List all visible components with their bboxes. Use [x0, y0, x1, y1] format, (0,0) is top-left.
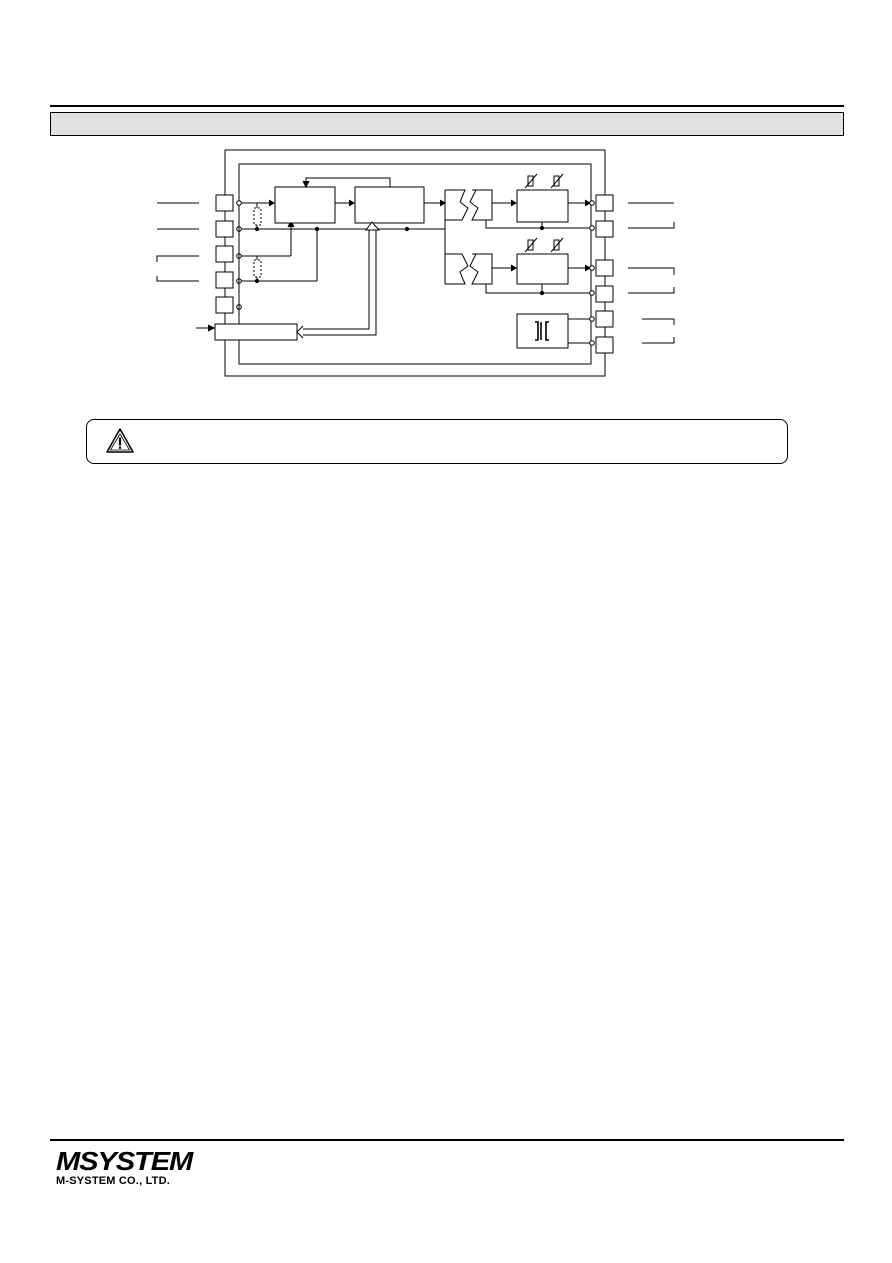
dashed-resistor-2 [253, 259, 262, 278]
header-rule [50, 105, 844, 107]
terminal-l2 [215, 220, 234, 238]
trim-1 [524, 173, 564, 189]
isolation-barrier [444, 189, 493, 285]
company-logo: MSYSTEM M-SYSTEM CO., LTD. [56, 1148, 196, 1188]
input-circuit-block [274, 186, 336, 224]
terminal-r1 [595, 194, 614, 212]
section-header-bar [50, 112, 844, 136]
footer-rule [50, 1139, 844, 1141]
right-terminal-block [595, 194, 614, 354]
terminal-r4 [595, 285, 614, 303]
dashed-resistor-1 [253, 207, 262, 226]
right-junctions [589, 200, 595, 346]
terminal-l4 [215, 271, 234, 289]
output-2-block [516, 253, 569, 285]
power-supply-block [214, 323, 298, 341]
terminal-r6 [595, 336, 614, 354]
left-wires [156, 202, 216, 332]
left-terminal-block [215, 194, 234, 314]
warning-triangle-icon [106, 428, 134, 453]
company-name: M-SYSTEM CO., LTD. [56, 1175, 171, 1187]
terminal-r2 [595, 220, 614, 238]
logo-mark: MSYSTEM [56, 1146, 193, 1176]
processor-block [354, 186, 425, 224]
terminal-l3 [215, 245, 234, 263]
block-diagram [156, 149, 675, 377]
terminal-l1 [215, 194, 234, 212]
output-1-block [516, 189, 569, 223]
right-wires [628, 202, 675, 344]
terminal-r5 [595, 310, 614, 328]
transformer-symbol [535, 321, 549, 341]
terminal-l5 [215, 296, 234, 314]
trim-2 [524, 237, 564, 253]
power-transformer-block [516, 313, 569, 349]
warning-notice [86, 419, 788, 464]
terminal-r3 [595, 259, 614, 277]
